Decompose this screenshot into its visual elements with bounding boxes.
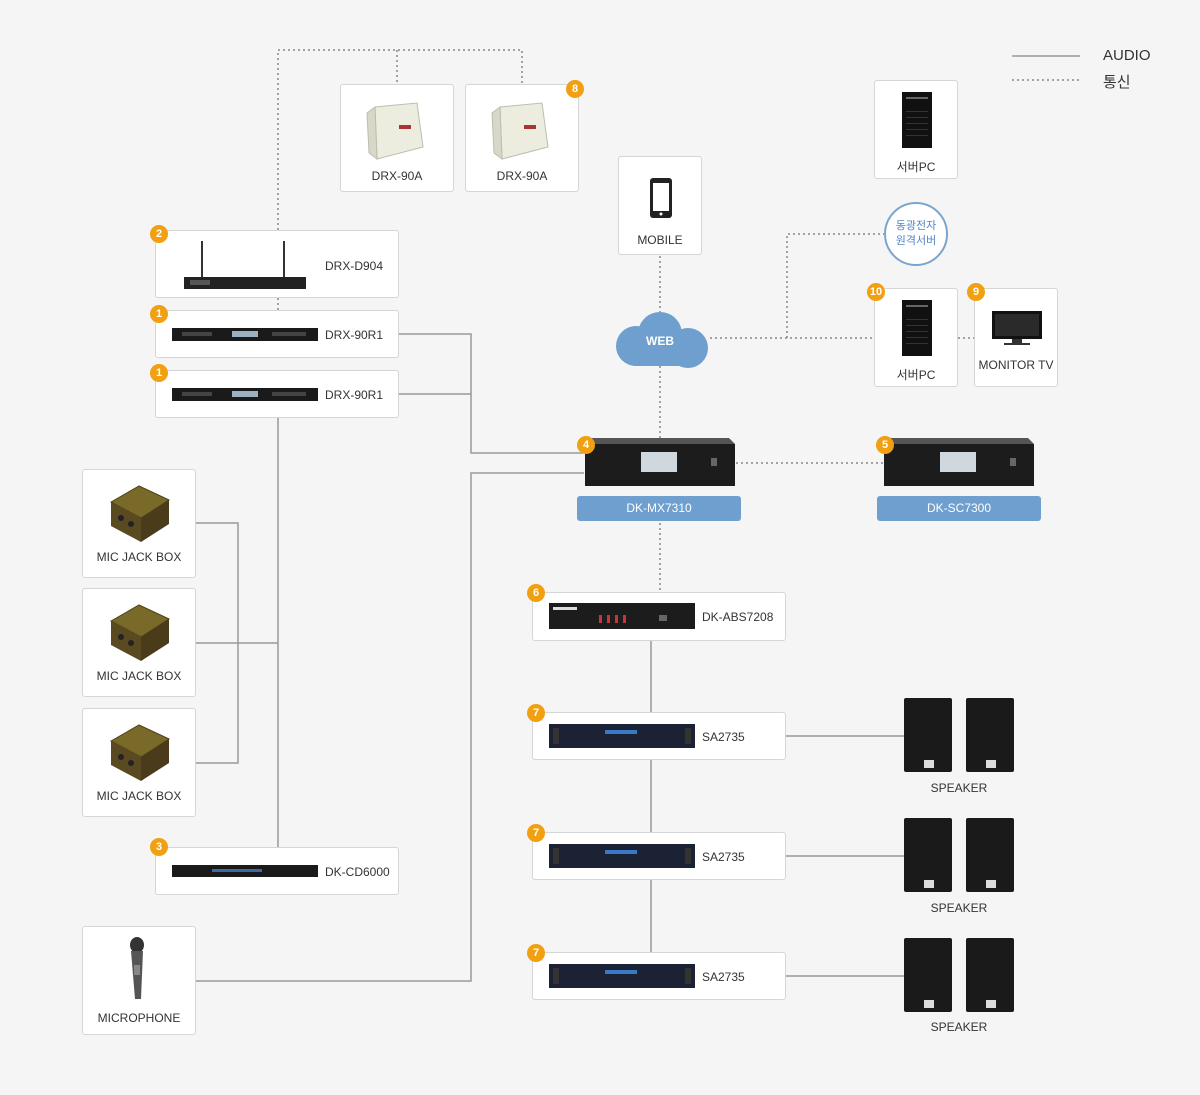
drx90r1-label-1: DRX-90R1: [325, 328, 384, 342]
badge-1b: 1: [150, 364, 168, 382]
dkabs7208-card[interactable]: DK-ABS7208: [532, 592, 786, 641]
drx90a-antenna-card-2[interactable]: DRX-90A: [465, 84, 579, 192]
sa2735-card-2[interactable]: SA2735: [532, 832, 786, 880]
serverpc-top-card[interactable]: 서버PC: [874, 80, 958, 179]
drx90r1-label-2: DRX-90R1: [325, 388, 384, 402]
remote-server-line1: 동광전자: [895, 220, 937, 232]
micjack-card-2[interactable]: MIC JACK BOX: [82, 588, 196, 697]
server-tower-icon: [902, 300, 932, 356]
sa2735-label-3: SA2735: [702, 970, 745, 984]
micjack-label-1: MIC JACK BOX: [96, 550, 182, 564]
speaker-label-2: SPEAKER: [930, 901, 988, 915]
microphone-card[interactable]: MICROPHONE: [82, 926, 196, 1035]
badge-5: 5: [876, 436, 894, 454]
cloud-icon: [616, 312, 708, 368]
drxd904-label: DRX-D904: [325, 259, 384, 273]
micjack-label-2: MIC JACK BOX: [96, 669, 182, 683]
dkmx7310-tag[interactable]: DK-MX7310: [577, 496, 741, 521]
sa2735-card-1[interactable]: SA2735: [532, 712, 786, 760]
scheduler-rack-icon: [884, 438, 1034, 486]
drx90a-antenna-card-1[interactable]: DRX-90A: [340, 84, 454, 192]
cd-player-icon: [172, 865, 318, 877]
speaker-label-1: SPEAKER: [930, 781, 988, 795]
badge-3: 3: [150, 838, 168, 856]
comm-line-antenna-loop: [277, 49, 523, 230]
power-amp-icon: [549, 844, 695, 868]
legend-audio-label: AUDIO: [1103, 47, 1151, 64]
dkcd6000-label: DK-CD6000: [325, 865, 390, 879]
drx90r1-card-1[interactable]: DRX-90R1: [155, 310, 399, 358]
web-label: WEB: [646, 334, 674, 348]
mobile-label: MOBILE: [637, 233, 683, 247]
drx90a-label-2: DRX-90A: [496, 169, 548, 183]
monitor-tv-label: MONITOR TV: [978, 358, 1054, 372]
dksc7300-tag[interactable]: DK-SC7300: [877, 496, 1041, 521]
rack-receiver-icon: [172, 388, 318, 401]
server-tower-icon: [902, 92, 932, 148]
speaker-pair-icon: [904, 818, 1014, 892]
audio-line-microphone: [196, 472, 584, 982]
speaker-pair-icon: [904, 938, 1014, 1012]
microphone-label: MICROPHONE: [97, 1011, 181, 1025]
monitor-tv-card[interactable]: MONITOR TV: [974, 288, 1058, 387]
drx90a-label-1: DRX-90A: [371, 169, 423, 183]
smartphone-icon: [650, 178, 672, 218]
badge-6: 6: [527, 584, 545, 602]
mixer-rack-icon: [585, 438, 735, 486]
badge-1a: 1: [150, 305, 168, 323]
wireless-receiver-icon: [184, 241, 306, 289]
sa2735-label-2: SA2735: [702, 850, 745, 864]
remote-server-line2: 원격서버: [895, 235, 937, 247]
drx90r1-card-2[interactable]: DRX-90R1: [155, 370, 399, 418]
mic-jack-box-icon: [109, 485, 171, 542]
monitor-icon: [992, 311, 1042, 345]
mic-jack-box-icon: [109, 604, 171, 661]
sa2735-card-3[interactable]: SA2735: [532, 952, 786, 1000]
badge-4: 4: [577, 436, 595, 454]
micjack-card-1[interactable]: MIC JACK BOX: [82, 469, 196, 578]
serverpc-card[interactable]: 서버PC: [874, 288, 958, 387]
micjack-card-3[interactable]: MIC JACK BOX: [82, 708, 196, 817]
antenna-panel-icon: [366, 102, 424, 161]
dkcd6000-card[interactable]: DK-CD6000: [155, 847, 399, 895]
antenna-panel-icon: [491, 102, 549, 161]
serverpc-label: 서버PC: [896, 368, 936, 382]
drxd904-card[interactable]: DRX-D904: [155, 230, 399, 298]
sa2735-label-1: SA2735: [702, 730, 745, 744]
serverpc-top-label: 서버PC: [896, 160, 936, 174]
badge-7a: 7: [527, 704, 545, 722]
power-amp-icon: [549, 724, 695, 748]
remote-server-circle: 동광전자 원격서버: [884, 202, 948, 266]
badge-7b: 7: [527, 824, 545, 842]
amplifier-rack-icon: [549, 603, 695, 629]
dkabs7208-label: DK-ABS7208: [702, 610, 774, 624]
badge-7c: 7: [527, 944, 545, 962]
speaker-label-3: SPEAKER: [930, 1020, 988, 1034]
microphone-icon: [130, 937, 144, 999]
badge-10: 10: [867, 283, 885, 301]
badge-2: 2: [150, 225, 168, 243]
mobile-card[interactable]: MOBILE: [618, 156, 702, 255]
badge-9: 9: [967, 283, 985, 301]
micjack-label-3: MIC JACK BOX: [96, 789, 182, 803]
badge-8: 8: [566, 80, 584, 98]
rack-receiver-icon: [172, 328, 318, 341]
speaker-pair-icon: [904, 698, 1014, 772]
mic-jack-box-icon: [109, 724, 171, 781]
legend-comm-label: 통신: [1103, 74, 1131, 91]
power-amp-icon: [549, 964, 695, 988]
